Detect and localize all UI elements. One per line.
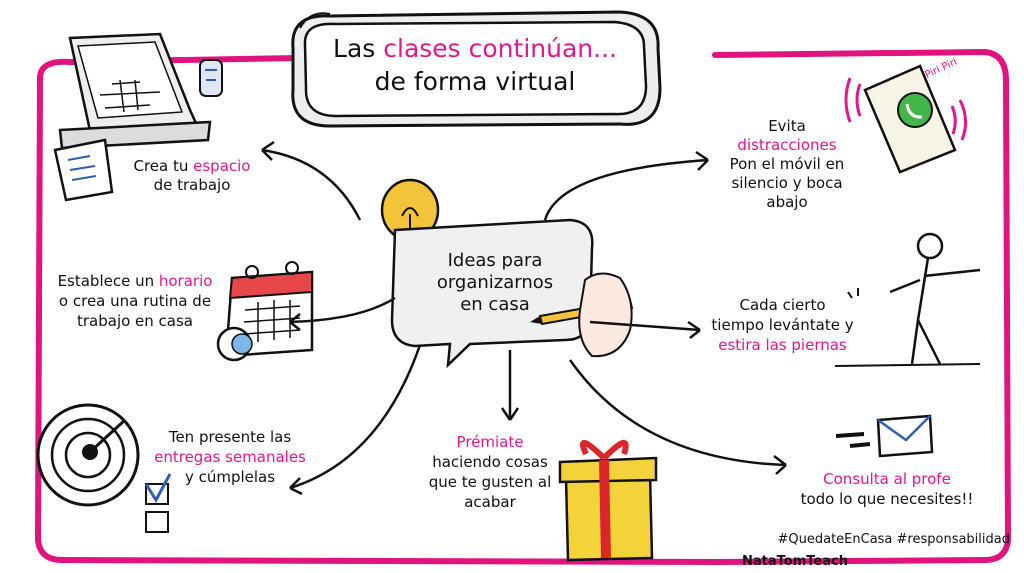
gift-icon	[558, 440, 658, 562]
idea-workspace-prefix: Crea tu	[133, 157, 194, 175]
signature: NataTomTeach	[742, 554, 848, 569]
idea-distractions-line5: abajo	[766, 193, 808, 211]
idea-schedule-line3: trabajo en casa	[76, 312, 193, 330]
hashtags: #QuedateEnCasa #responsabilidad	[777, 532, 1010, 547]
idea-stretch-line2: tiempo levántate y	[711, 316, 854, 334]
center-title-3: en casa	[460, 294, 530, 315]
title-line-1: Las clases continúan...	[320, 33, 630, 65]
target-icon	[36, 403, 140, 507]
idea-schedule-highlight: horario	[158, 272, 213, 290]
idea-stretch-line1: Cada cierto	[739, 296, 826, 314]
idea-deliveries-line3: y cúmplelas	[184, 468, 276, 486]
title-line-2: de forma virtual	[374, 67, 576, 96]
hand-pencil-icon	[530, 272, 634, 358]
laptop-icon	[58, 32, 223, 150]
idea-stretch-line3: estira las piernas	[718, 336, 847, 354]
checkbox-icons	[144, 473, 172, 533]
idea-workspace-line1: Crea tu espacio	[112, 157, 272, 176]
idea-teacher-line1: Consulta al profe	[823, 470, 951, 488]
center-bubble	[390, 218, 594, 369]
title-prefix: Las	[333, 34, 384, 63]
title-banner	[291, 10, 662, 128]
idea-distractions-line3: Pon el móvil en	[729, 155, 845, 173]
idea-teacher-line2: todo lo que necesites!!	[800, 490, 974, 508]
center-title-2: organizarnos	[436, 272, 554, 293]
idea-schedule-line1: Establece un horario	[40, 272, 230, 291]
center-title-1: Ideas para	[447, 250, 543, 271]
stick-figure-icon	[834, 232, 981, 367]
notebook-icon	[53, 138, 114, 202]
title-highlight: clases continúan...	[383, 34, 617, 63]
envelope-icon	[835, 414, 934, 458]
calendar-icon	[216, 261, 314, 362]
idea-distractions-line1: Evita	[768, 117, 806, 135]
idea-deliveries-line2: entregas semanales	[154, 448, 306, 466]
idea-distractions-line4: silencio y boca	[731, 174, 843, 192]
connector-arrows	[261, 140, 787, 496]
idea-schedule-prefix: Establece un	[57, 272, 159, 290]
pink-frame	[34, 48, 1012, 565]
idea-reward-line2: haciendo cosas	[432, 453, 548, 471]
idea-deliveries-line1: Ten presente las	[168, 428, 292, 446]
idea-workspace-line2: de trabajo	[153, 176, 231, 194]
idea-workspace-highlight: espacio	[193, 157, 251, 175]
idea-schedule-line2: o crea una rutina de	[58, 292, 212, 310]
idea-distractions-line2: distracciones	[737, 136, 837, 154]
idea-reward-line3: que te gusten al	[428, 473, 552, 491]
idea-reward-line4: acabar	[464, 493, 516, 511]
phone-icon	[844, 64, 967, 174]
idea-reward-line1: Prémiate	[456, 433, 524, 451]
